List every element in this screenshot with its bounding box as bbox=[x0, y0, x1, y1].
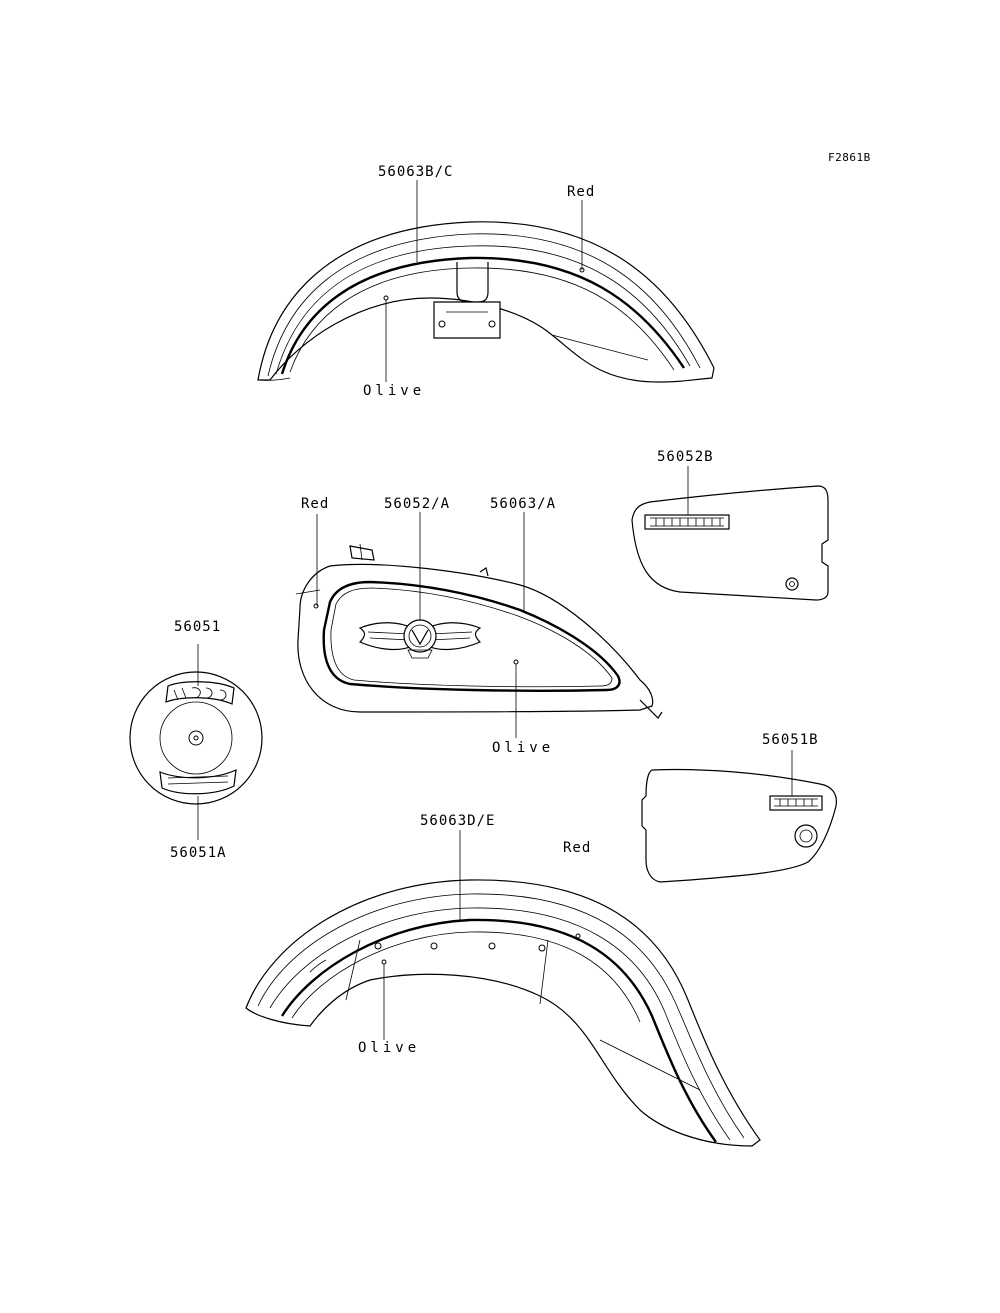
fuel-tank-color-bottom: Olive bbox=[492, 740, 555, 756]
front-fender-color-top: Red bbox=[567, 184, 596, 200]
side-cover-right bbox=[631, 466, 829, 601]
air-cleaner-bottom-label: 56051A bbox=[170, 845, 227, 861]
side-cover-left bbox=[641, 750, 837, 883]
air-cleaner-cover bbox=[129, 644, 263, 840]
fuel-tank-emblem-label: 56052/A bbox=[384, 496, 451, 512]
rear-fender-part-label: 56063D/E bbox=[420, 813, 496, 829]
side-cover-right-part-label: 56052B bbox=[657, 449, 714, 465]
rear-fender-color-bottom: Olive bbox=[358, 1040, 421, 1056]
fuel-tank bbox=[295, 512, 663, 738]
fuel-tank-color-left: Red bbox=[301, 496, 330, 512]
figure-code: F2861B bbox=[828, 151, 871, 164]
air-cleaner-top-label: 56051 bbox=[174, 619, 222, 635]
front-fender-color-bottom: Olive bbox=[363, 383, 426, 399]
front-fender-part-label: 56063B/C bbox=[378, 164, 454, 180]
front-fender bbox=[257, 180, 715, 383]
side-cover-left-part-label: 56051B bbox=[762, 732, 819, 748]
fuel-tank-stripe-label: 56063/A bbox=[490, 496, 557, 512]
rear-fender bbox=[245, 830, 761, 1147]
side-cover-left-color: Red bbox=[563, 840, 592, 856]
wing-emblem bbox=[358, 619, 482, 659]
